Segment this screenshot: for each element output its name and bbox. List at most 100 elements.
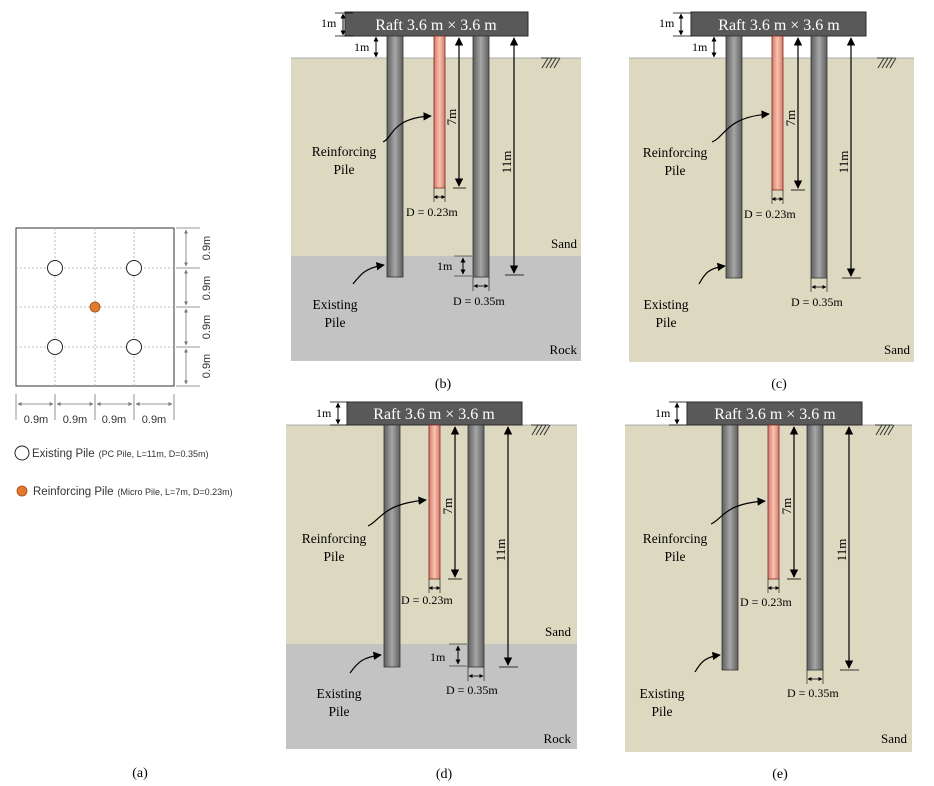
legend-existing-pile-text: Existing Pile(PC Pile, L=11m, D=0.35m) (32, 448, 209, 460)
caption-a: (a) (132, 766, 148, 781)
existing-length-label: 11m (499, 151, 514, 174)
reinforcing-pile-label: Reinforcing (643, 145, 708, 160)
existing-pile-left (386, 35, 404, 278)
reinforcing-pile (428, 424, 441, 580)
plan-spacing-label: 0.9m (63, 414, 87, 426)
reinforcing-diameter-label: D = 0.23m (740, 595, 792, 609)
section-c: Raft 3.6 m × 3.6 m 1m 1m 7m 11m D = 0.23… (629, 11, 914, 392)
reinforcing-length-label: 7m (779, 498, 794, 515)
plan-spacing-label: 0.9m (142, 414, 166, 426)
caption-c: (c) (771, 377, 787, 392)
existing-pile-right (472, 35, 490, 278)
plan-reinforcing-pile (89, 301, 101, 313)
legend-reinforcing-pile-symbol (16, 485, 28, 497)
reinforcing-pile-label: Reinforcing (643, 531, 708, 546)
rock-layer (286, 644, 577, 749)
plan-spacing-label: 0.9m (24, 414, 48, 426)
plan-vertical-dimension (176, 227, 200, 387)
existing-pile-label-2: Pile (655, 315, 676, 330)
caption-b: (b) (435, 377, 452, 392)
reinforcing-pile-label-2: Pile (664, 549, 685, 564)
legend-existing-pile-symbol (14, 445, 30, 461)
reinforcing-diameter-label: D = 0.23m (406, 205, 458, 219)
pile-tip-gap-label: 1m (437, 259, 453, 273)
ground-hatch-icon (531, 424, 551, 436)
ground-hatch-icon (877, 57, 897, 69)
legend-reinforcing-pile-text: Reinforcing Pile(Micro Pile, L=7m, D=0.2… (33, 486, 233, 498)
existing-pointer (349, 651, 382, 674)
existing-pile-right (467, 424, 485, 668)
raft-label: Raft 3.6 m × 3.6 m (714, 406, 836, 423)
plan-view: 0.9m 0.9m 0.9m 0.9m 0.9m 0.9m 0.9m 0.9m (14, 227, 233, 781)
existing-pile-label: Existing (312, 297, 357, 312)
reinforcing-pile (767, 424, 780, 580)
existing-pointer (352, 262, 385, 285)
existing-pile-label: Existing (643, 297, 688, 312)
existing-pile-left (721, 424, 739, 671)
existing-diameter-label: D = 0.35m (453, 294, 505, 308)
plan-spacing-label: 0.9m (201, 315, 213, 339)
reinforcing-pile-label: Reinforcing (302, 531, 367, 546)
plan-existing-piles (47, 260, 142, 355)
reinforcing-length-label: 7m (444, 109, 459, 126)
raft-thickness-label: 1m (659, 16, 675, 30)
reinforcing-pile (771, 35, 784, 191)
rock-label: Rock (550, 342, 578, 357)
reinforcing-pile-label: Reinforcing (312, 144, 377, 159)
soil-label: Sand (884, 342, 911, 357)
existing-pointer (694, 651, 721, 673)
existing-pile-symbol (126, 339, 142, 355)
existing-diameter-label: D = 0.35m (446, 683, 498, 697)
section-d: Raft 3.6 m × 3.6 m 1m 7m 11m D = 0.23m D… (286, 401, 577, 782)
existing-diameter-label: D = 0.35m (791, 295, 843, 309)
raft-label: Raft 3.6 m × 3.6 m (375, 17, 497, 34)
caption-d: (d) (436, 767, 453, 782)
existing-length-label: 11m (836, 151, 851, 174)
sand-layer (629, 58, 914, 362)
existing-pile-label-2: Pile (328, 704, 349, 719)
existing-pile-label-2: Pile (651, 704, 672, 719)
reinforcing-pointer (382, 112, 432, 143)
existing-pile-label-2: Pile (324, 315, 345, 330)
soil-label: Sand (545, 624, 572, 639)
section-b: Raft 3.6 m × 3.6 m 1m 1m 7m 11m D = 0.23… (291, 11, 581, 392)
reinforcing-pile-label-2: Pile (333, 162, 354, 177)
raft (690, 11, 867, 37)
pile-tip-gap-label: 1m (430, 650, 446, 664)
raft-label: Raft 3.6 m × 3.6 m (718, 17, 840, 34)
plan-spacing-label: 0.9m (102, 414, 126, 426)
embed-depth-label: 1m (354, 40, 370, 54)
existing-diameter-label: D = 0.35m (787, 686, 839, 700)
ground-hatch-icon (541, 57, 561, 69)
raft-label: Raft 3.6 m × 3.6 m (373, 406, 495, 423)
reinforcing-diameter-label: D = 0.23m (744, 207, 796, 221)
raft-thickness-label: 1m (316, 406, 332, 420)
reinforcing-pile (433, 35, 446, 189)
raft-thickness-label: 1m (655, 406, 671, 420)
existing-pointer (698, 262, 726, 285)
reinforcing-pointer (710, 497, 766, 525)
plan-horizontal-dimension (15, 394, 175, 420)
existing-pile-right (810, 35, 828, 279)
reinforcing-pointer (711, 110, 770, 143)
ground-hatch-icon (875, 424, 895, 436)
caption-e: (e) (772, 767, 788, 782)
soil-label: Sand (881, 731, 908, 746)
reinforcing-length-label: 7m (783, 110, 798, 127)
reinforcing-pile-label-2: Pile (664, 163, 685, 178)
existing-pile-symbol (47, 339, 63, 355)
plan-spacing-label: 0.9m (201, 354, 213, 378)
rock-layer (291, 256, 581, 361)
soil-label: Sand (551, 236, 578, 251)
existing-pile-symbol (126, 260, 142, 276)
existing-length-label: 11m (493, 539, 508, 562)
reinforcing-pointer (367, 496, 427, 527)
embed-depth-label: 1m (692, 40, 708, 54)
plan-spacing-label: 0.9m (201, 236, 213, 260)
existing-length-label: 11m (834, 539, 849, 562)
existing-pile-label: Existing (316, 686, 361, 701)
legend: Existing Pile(PC Pile, L=11m, D=0.35m) R… (14, 445, 233, 498)
existing-pile-left (725, 35, 743, 279)
existing-pile-left (383, 424, 401, 668)
